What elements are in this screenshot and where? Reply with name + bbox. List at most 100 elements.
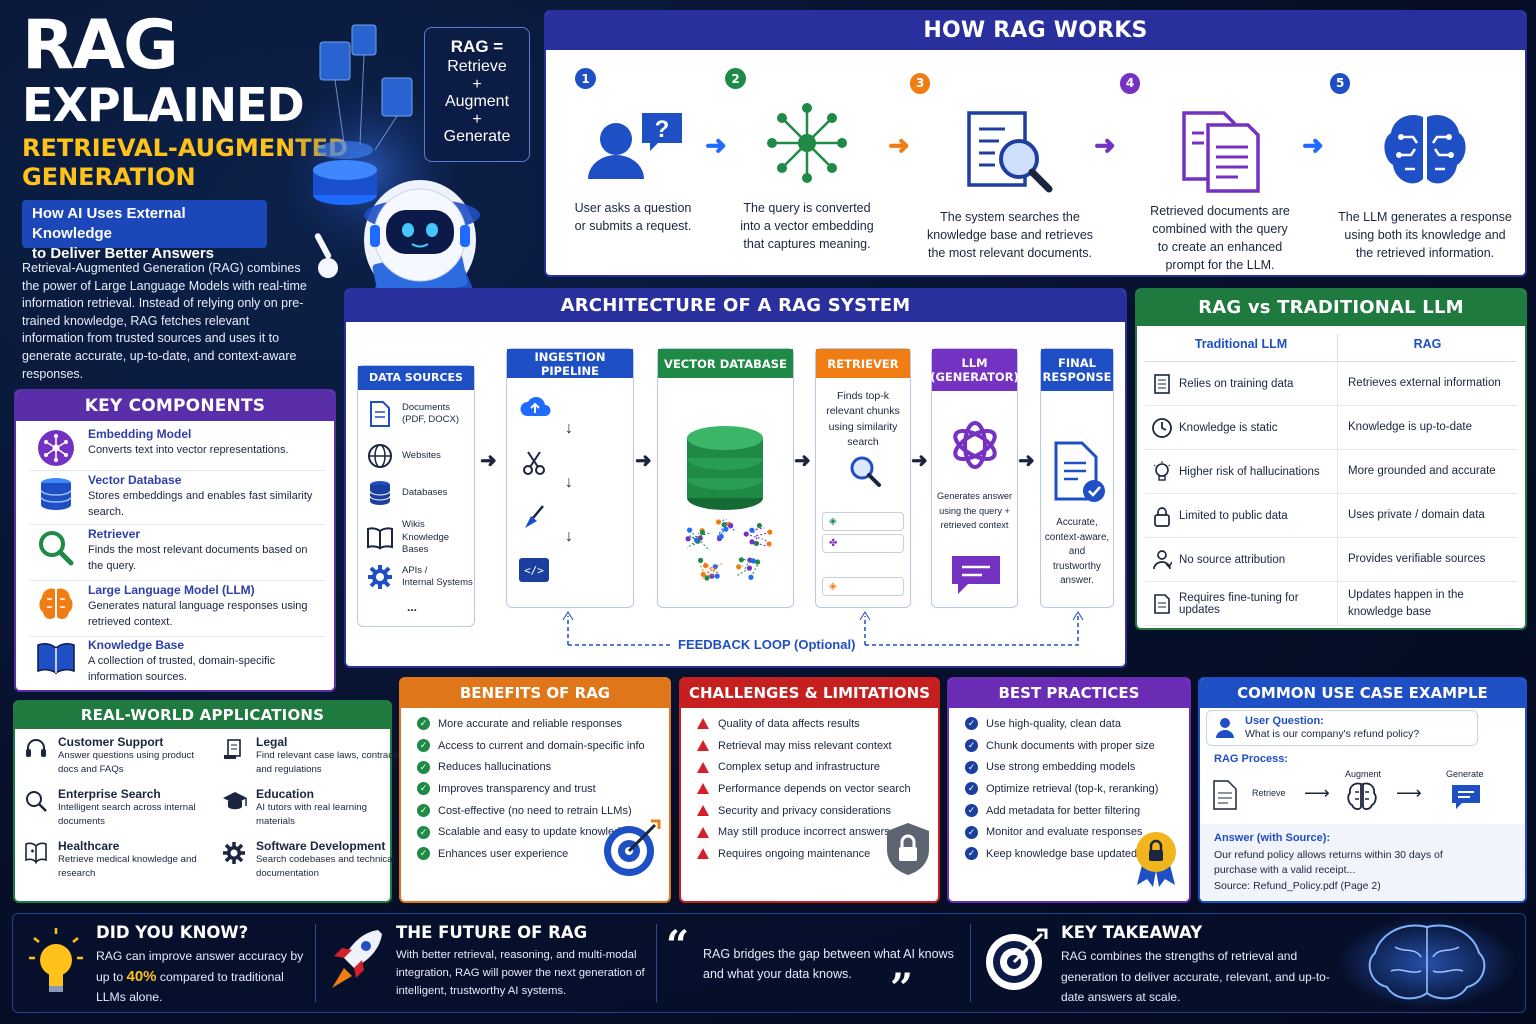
list-item: Quality of data affects results (681, 713, 938, 735)
future-text: With better retrieval, reasoning, and mu… (396, 949, 645, 997)
comparison-rag-cell: Provides verifiable sources (1337, 538, 1517, 581)
rag-eq-line: RAG = (450, 37, 504, 56)
brain-icon (30, 583, 82, 636)
check-icon: ✓ (965, 739, 978, 753)
arrow-icon: ⟶ (1396, 783, 1422, 803)
list-item-text: Reduces hallucinations (438, 761, 552, 774)
ingestion-step-label: Embed (561, 563, 596, 576)
embedding-link (741, 558, 758, 563)
did-you-know-post: compared to traditional LLMs alone. (96, 969, 284, 1005)
benefits-title: BENEFITS OF RAG (401, 679, 669, 708)
cloud-upload-icon (520, 397, 551, 416)
list-item: Retrieval may miss relevant context (681, 735, 938, 757)
final-response-title: FINAL RESPONSE (1041, 349, 1113, 391)
target-icon (604, 819, 661, 876)
application-desc: AI tutors with real learning materials (256, 802, 367, 827)
applications-panel: REAL-WORLD APPLICATIONS (13, 700, 392, 903)
down-arrow-icon: ↓ (565, 528, 573, 545)
open-quote-icon: “ (666, 922, 690, 969)
list-item-text: Requires ongoing maintenance (718, 847, 871, 860)
step-number-badge: 3 (910, 72, 931, 94)
warning-icon (697, 783, 709, 795)
ingestion-step-label: Clean (561, 510, 590, 523)
graduation-cap-icon (222, 787, 248, 828)
embedding-link (746, 533, 763, 540)
arrow-icon: ➜ (911, 450, 928, 472)
step-description-line: that captures meaning. (743, 237, 871, 251)
embedding-link (699, 564, 708, 579)
list-item-text: Scalable and easy to update knowledge (438, 826, 633, 839)
comparison-rag-cell: More grounded and accurate (1337, 450, 1517, 493)
list-item-text: Enhances user experience (438, 847, 569, 860)
key-component-title: Vector Database (88, 473, 182, 487)
list-item-text: Access to current and domain-specific in… (438, 739, 645, 752)
code-icon: </> (519, 558, 549, 582)
list-item-text: Cost-effective (no need to retrain LLMs) (438, 804, 632, 817)
list-item-text: Quality of data affects results (718, 717, 860, 730)
key-component-title: Knowledge Base (88, 638, 185, 652)
application-title: Enterprise Search (58, 787, 161, 801)
did-you-know-title: DID YOU KNOW? (96, 923, 249, 942)
step-description-line: User asks a question (574, 201, 692, 215)
check-icon: ✓ (965, 760, 978, 774)
list-item: ✓ Enhances user experience (401, 843, 669, 865)
footer-bar (12, 913, 1526, 1013)
quote-text: RAG bridges the gap between what AI know… (703, 947, 954, 981)
globe-icon (366, 443, 394, 469)
ingestion-split: Split (521, 450, 582, 476)
arrow-icon: ➜ (480, 450, 497, 472)
list-item: ✓Keep knowledge base updated (949, 843, 1189, 865)
list-item: May still produce incorrect answers (681, 821, 938, 843)
data-source-item: Databases (366, 480, 447, 506)
divider (315, 924, 316, 1002)
retriever-desc: Finds top-k relevant chunks using simila… (826, 390, 900, 449)
list-item-text: Security and privacy considerations (718, 804, 892, 817)
data-source-label: Documents (PDF, DOCX) (402, 401, 459, 426)
divider (970, 924, 971, 1002)
benefits-list: ✓More accurate and reliable responses✓Ac… (401, 708, 669, 865)
warning-icon (697, 718, 709, 730)
down-arrow-icon: ↓ (565, 474, 573, 491)
feedback-loop-arrows (562, 611, 1084, 646)
process-step-generate: Generate (1446, 769, 1484, 779)
retriever-title: RETRIEVER (816, 349, 910, 378)
challenges-title: CHALLENGES & LIMITATIONS (681, 679, 938, 708)
target-icon (986, 928, 1048, 990)
application-title: Software Development (256, 839, 386, 853)
data-source-item: Wikis Knowledge Bases (366, 519, 449, 557)
check-icon: ✓ (417, 825, 430, 839)
application-desc: Intelligent search across internal docum… (58, 802, 196, 827)
step-title: CONTEXT CONSTRUCTION (1177, 68, 1289, 98)
list-item: ✓Access to current and domain-specific i… (401, 735, 669, 757)
list-item: Requires ongoing maintenance (681, 843, 938, 865)
comparison-col-rag: RAG (1337, 334, 1517, 361)
step-description-line: the most relevant documents. (928, 246, 1092, 260)
book-icon (30, 638, 82, 690)
embedding-scatter (685, 518, 773, 581)
medical-book-icon (24, 839, 50, 880)
process-step-retrieve: Retrieve (1252, 788, 1286, 798)
comparison-rag-cell: Retrieves external information (1337, 362, 1517, 405)
list-item: ✓Reduces hallucinations (401, 756, 669, 778)
data-source-label: Wikis Knowledge Bases (402, 519, 450, 555)
user-question-label: User Question: (1245, 715, 1324, 727)
check-icon: ✓ (417, 847, 430, 861)
comparison-traditional-cell: No source attribution (1179, 553, 1286, 566)
embedding-point (748, 574, 754, 580)
application-title: Legal (256, 735, 288, 749)
person-icon (1145, 549, 1179, 571)
arrow-icon: ➜ (1018, 450, 1035, 472)
list-item: ✓Add metadata for better filtering (949, 800, 1189, 822)
embedding-link (750, 561, 760, 578)
database-cluster-icon (685, 426, 773, 581)
